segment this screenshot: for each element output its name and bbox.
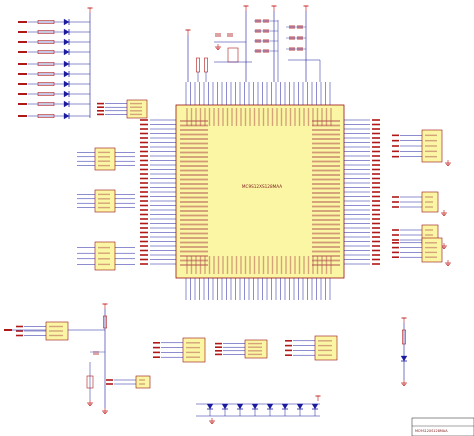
diode-icon [63, 48, 70, 56]
reset-circuit [4, 303, 108, 414]
capacitor-icon [255, 39, 261, 43]
mcu-pins [140, 82, 380, 300]
diode-icon [63, 28, 70, 36]
power-icon [87, 7, 93, 13]
mcu-pin-labels [180, 108, 340, 274]
led-bank [18, 7, 93, 120]
capacitor-icon [263, 19, 269, 23]
resistor-icon [402, 329, 406, 345]
diode-icon [296, 403, 304, 410]
power-icon [271, 5, 277, 11]
header-connector [97, 99, 148, 119]
resistor-icon [37, 114, 55, 118]
capacitor-icon [289, 25, 295, 29]
ground-icon [209, 418, 215, 424]
resistor-icon [37, 72, 55, 76]
resistor-icon [37, 62, 55, 66]
resistor-icon [37, 40, 55, 44]
resistor-icon [37, 30, 55, 34]
ground-icon [401, 380, 407, 386]
title-block-text: MC9S12XS128MAA [415, 429, 448, 433]
capacitor-icon [255, 19, 261, 23]
capacitor-icon [263, 39, 269, 43]
capacitor-icon [297, 36, 303, 40]
diode-icon [63, 70, 70, 78]
header-connector [215, 339, 268, 359]
resistor-icon [37, 82, 55, 86]
capacitor-icon [255, 49, 261, 53]
header-connector [153, 337, 206, 363]
power-icon [303, 5, 309, 11]
diode-icon [236, 403, 244, 410]
capacitor-icon [263, 49, 269, 53]
header-connector [77, 241, 135, 271]
capacitor-icon [215, 33, 221, 37]
capacitor-icon [93, 351, 99, 355]
switch-icon [86, 375, 94, 389]
power-icon [315, 395, 321, 401]
capacitor-icon [255, 29, 261, 33]
diode-icon [63, 90, 70, 98]
header-connector [285, 335, 338, 361]
mcu-label: MC9S12XS128MAA [242, 184, 282, 189]
diode-icon [63, 38, 70, 46]
resistor-icon [37, 102, 55, 106]
header-connector [77, 147, 135, 171]
diode-icon [63, 60, 70, 68]
top-passive-network [185, 5, 321, 82]
diode-icon [221, 403, 229, 410]
title-block: MC9S12XS128MAA [411, 417, 474, 436]
ground-icon [441, 210, 447, 216]
resistor-icon [196, 57, 200, 73]
diode-icon [63, 112, 70, 120]
diode-icon [63, 80, 70, 88]
header-connector [392, 237, 451, 266]
power-icon [401, 317, 407, 323]
capacitor-icon [263, 29, 269, 33]
capacitor-icon [297, 25, 303, 29]
capacitor-icon [289, 47, 295, 51]
header-connector [106, 375, 151, 389]
resistor-icon [103, 315, 107, 329]
header-connector [392, 191, 447, 216]
capacitor-icon [289, 36, 295, 40]
ground-icon [215, 44, 221, 50]
diode-icon [311, 403, 319, 410]
diode-icon [63, 18, 70, 26]
power-icon [102, 303, 108, 309]
ground-icon [102, 408, 108, 414]
diode-icon [63, 100, 70, 108]
diode-icon [281, 403, 289, 410]
ground-icon [87, 400, 93, 406]
power-icon [185, 29, 191, 35]
header-connector [16, 321, 69, 341]
header-connectors [16, 99, 451, 389]
diode-icon [206, 403, 214, 410]
power-led-circuit [400, 317, 408, 386]
power-icon [243, 5, 249, 11]
capacitor-icon [297, 47, 303, 51]
header-connector [77, 189, 135, 213]
crystal-icon [227, 47, 239, 63]
resistor-icon [37, 92, 55, 96]
header-connector [392, 129, 451, 166]
resistor-icon [204, 57, 208, 73]
diode-icon [266, 403, 274, 410]
diode-icon [251, 403, 259, 410]
resistor-icon [37, 50, 55, 54]
capacitor-icon [227, 33, 233, 37]
ground-icon [445, 260, 451, 266]
resistor-icon [37, 20, 55, 24]
diode-icon [400, 355, 408, 362]
ground-icon [445, 160, 451, 166]
bottom-diode-row [196, 395, 321, 424]
